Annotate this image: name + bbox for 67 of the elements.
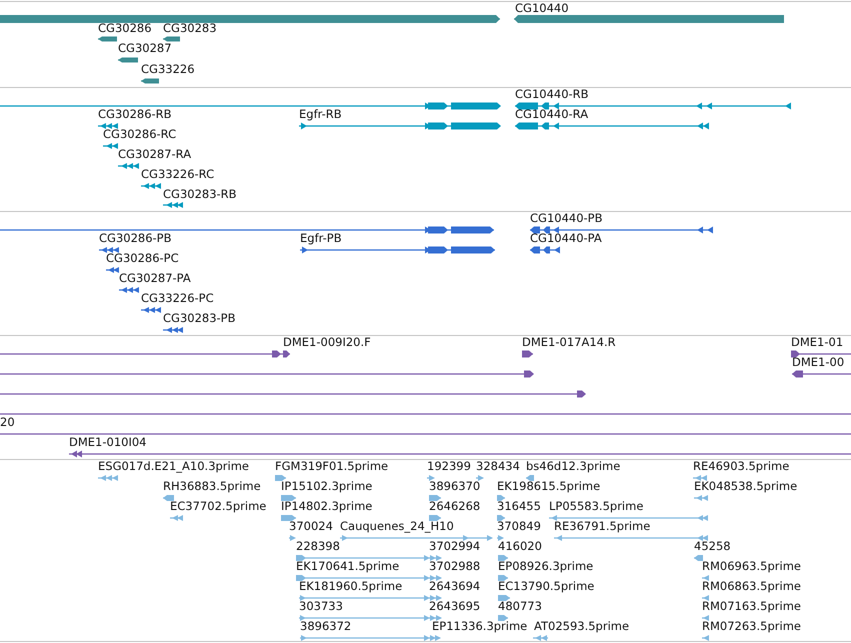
feature-label: CG30287-RA xyxy=(118,148,192,161)
feature-label: DME1-00 xyxy=(792,356,844,369)
feature-label: CG30286 xyxy=(98,22,152,35)
feature-label: CG33226-PC xyxy=(141,292,214,305)
feature-label: 45258 xyxy=(694,540,731,553)
feature-label: ESG017d.E21_A10.3prime xyxy=(98,460,250,473)
feature-label: 303733 xyxy=(299,600,343,613)
feature-label: DME1-009I20.F xyxy=(283,336,371,349)
feature-label: EK048538.5prime xyxy=(694,480,798,493)
feature-label: DME1-010I04 xyxy=(69,436,146,449)
feature-label: AT02593.5prime xyxy=(534,620,630,633)
feature-label: EP08926.3prime xyxy=(498,560,594,573)
feature-label: 416020 xyxy=(498,540,542,553)
feature-label: CG33226 xyxy=(141,63,195,76)
feature-label: Egfr-RB xyxy=(299,108,342,121)
feature-label: LP05583.5prime xyxy=(549,500,644,513)
feature-label: EK198615.5prime xyxy=(497,480,600,493)
feature-label: IP14802.3prime xyxy=(281,500,372,513)
feature-label: 3896372 xyxy=(300,620,352,633)
feature-label: CG30287-PA xyxy=(119,272,191,285)
feature-label: EC13790.5prime xyxy=(498,580,594,593)
feature-label: CG30286-PB xyxy=(99,232,172,245)
feature-label: CG10440-PB xyxy=(530,212,602,225)
feature-label: 3702988 xyxy=(429,560,480,573)
feature-label: 370024 xyxy=(289,520,333,533)
feature-label: EP11336.3prime xyxy=(432,620,528,633)
feature-label: 3702994 xyxy=(429,540,480,553)
feature-label: CG10440-RB xyxy=(515,88,589,101)
feature-label: CG33226-RC xyxy=(141,168,214,181)
feature-label: 228398 xyxy=(296,540,340,553)
feature-label: 480773 xyxy=(498,600,542,613)
feature-label: CG10440 xyxy=(515,2,569,15)
feature-label: RM07263.5prime xyxy=(702,620,801,633)
feature-label: CG30283-RB xyxy=(163,188,237,201)
feature-label: bs46d12.3prime xyxy=(526,460,620,473)
feature-label: RM07163.5prime xyxy=(702,600,801,613)
feature-label: RM06963.5prime xyxy=(702,560,801,573)
feature-label: EK170641.5prime xyxy=(296,560,400,573)
feature-label: 328434 xyxy=(476,460,520,473)
feature-label: IP15102.3prime xyxy=(281,480,372,493)
feature-label: CG30286-RC xyxy=(103,128,176,141)
feature-label: CG30283 xyxy=(163,22,217,35)
feature-label: CG10440-RA xyxy=(515,108,588,121)
feature-label: Cauquenes_24_H10 xyxy=(340,520,454,533)
feature-label: EC37702.5prime xyxy=(170,500,266,513)
feature-label: RE46903.5prime xyxy=(693,460,790,473)
feature-label: 3896370 xyxy=(429,480,480,493)
feature-label: 2643694 xyxy=(429,580,480,593)
feature-label: 192399 xyxy=(427,460,471,473)
feature-label: 20 xyxy=(0,416,15,429)
feature-label: 316455 xyxy=(497,500,541,513)
feature-label: DME1-01 xyxy=(791,336,844,349)
feature-label: CG30283-PB xyxy=(163,312,236,325)
feature-label: 2646268 xyxy=(429,500,480,513)
feature-label: CG30287 xyxy=(118,42,172,55)
feature-label: FGM319F01.5prime xyxy=(275,460,388,473)
feature-label: DME1-017A14.R xyxy=(522,336,616,349)
feature-label: EK181960.5prime xyxy=(299,580,402,593)
feature-label: RM06863.5prime xyxy=(702,580,801,593)
feature-label: 370849 xyxy=(497,520,541,533)
feature-label: CG30286-RB xyxy=(98,108,172,121)
feature-label: RH36883.5prime xyxy=(163,480,261,493)
feature-label: CG30286-PC xyxy=(106,252,179,265)
feature-label: RE36791.5prime xyxy=(554,520,650,533)
feature-label: CG10440-PA xyxy=(530,232,602,245)
feature-label: 2643695 xyxy=(429,600,480,613)
feature-label: Egfr-PB xyxy=(300,232,342,245)
